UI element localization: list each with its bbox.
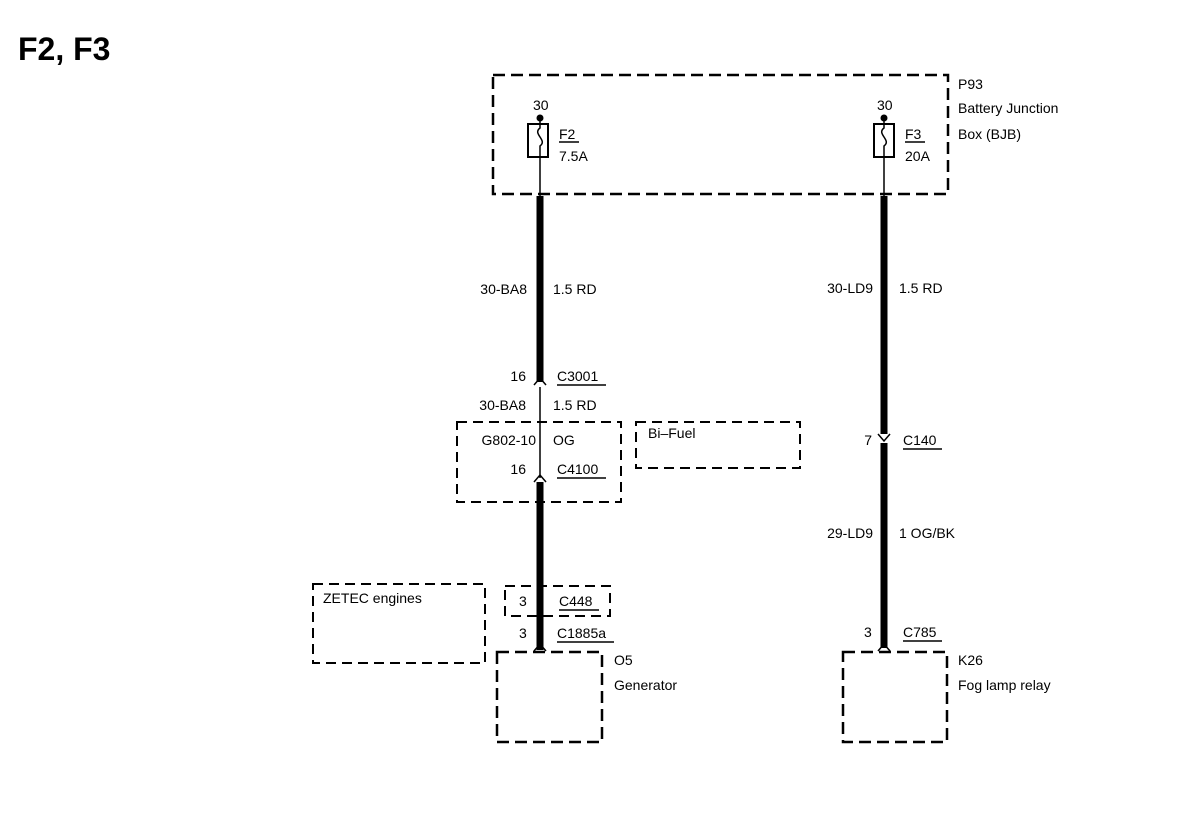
wire-29-ld9-spec: 1 OG/BK (899, 525, 956, 541)
connector-c3001-pin: 16 (510, 368, 526, 384)
fuse-f2-element-icon (537, 118, 543, 200)
wire-30-ba8-upper-spec: 1.5 RD (553, 281, 597, 297)
generator-id: O5 (614, 652, 633, 668)
wire-30-ba8-upper-code: 30-BA8 (480, 281, 527, 297)
connector-c448-box (504, 585, 611, 617)
fuse-f2-body (527, 123, 549, 158)
bjb-id: P93 (958, 76, 983, 92)
fuse-f2-pin: 30 (533, 97, 549, 113)
connector-c140-name: C140 (903, 432, 937, 448)
connector-c1885a-chevron-icon (533, 642, 547, 652)
fuse-f2[interactable]: 30 F2 7.5A (527, 97, 588, 200)
bjb-name-line1: Battery Junction (958, 100, 1058, 116)
connector-c4100-pin: 16 (510, 461, 526, 477)
connector-c1885a[interactable]: 3 C1885a (519, 625, 614, 652)
wire-29-ld9-code: 29-LD9 (827, 525, 873, 541)
fuse-f3-rating: 20A (905, 148, 931, 164)
fuse-f2-rating: 7.5A (559, 148, 588, 164)
fuse-f2-name: F2 (559, 126, 576, 142)
connector-c1885a-pin: 3 (519, 625, 527, 641)
wire-30-ld9-code: 30-LD9 (827, 280, 873, 296)
connector-c4100-chevron-icon (533, 473, 547, 483)
wire-30-ba8-lower-code: 30-BA8 (479, 397, 526, 413)
connector-c4100-name: C4100 (557, 461, 598, 477)
fuse-f3-pin: 30 (877, 97, 893, 113)
connector-c448-name: C448 (559, 593, 593, 609)
component-generator[interactable]: O5 Generator (495, 650, 677, 744)
fuse-f3[interactable]: 30 F3 20A (873, 97, 931, 200)
connector-c448[interactable]: 3 C448 (519, 593, 599, 611)
generator-box (495, 650, 604, 744)
wire-30-ld9-spec: 1.5 RD (899, 280, 943, 296)
zetec-note-box (312, 583, 486, 664)
fuse-f3-element-icon (881, 118, 887, 200)
connector-c140-pin: 7 (864, 432, 872, 448)
bifuel-wire-color: OG (553, 432, 575, 448)
connector-c3001-name: C3001 (557, 368, 598, 384)
connector-c785[interactable]: 3 C785 (864, 624, 942, 652)
connector-c448-pin: 3 (519, 593, 527, 609)
wire-30-ba8-lower-spec: 1.5 RD (553, 397, 597, 413)
generator-name: Generator (614, 677, 677, 693)
connector-c140-chevron-icon (877, 433, 891, 443)
connector-c4100[interactable]: 16 C4100 (510, 461, 606, 483)
zetec-note-label: ZETEC engines (323, 590, 422, 606)
connector-c785-pin: 3 (864, 624, 872, 640)
page-title: F2, F3 (18, 31, 110, 67)
connector-c785-name: C785 (903, 624, 937, 640)
fog-lamp-relay-id: K26 (958, 652, 983, 668)
bifuel-note-box (635, 421, 801, 469)
fuse-f3-name: F3 (905, 126, 922, 142)
connector-c140[interactable]: 7 C140 (864, 432, 942, 450)
bifuel-note-label: Bi–Fuel (648, 425, 695, 441)
connector-c3001[interactable]: 16 C3001 (510, 368, 606, 386)
fog-lamp-relay-name: Fog lamp relay (958, 677, 1051, 693)
connector-c3001-chevron-icon (533, 376, 547, 386)
fog-lamp-relay-box (841, 650, 949, 744)
connector-c1885a-name: C1885a (557, 625, 606, 641)
bjb-name-line2: Box (BJB) (958, 126, 1021, 142)
bjb-outline (491, 73, 950, 196)
connector-c785-chevron-icon (877, 642, 891, 652)
component-fog-lamp-relay[interactable]: K26 Fog lamp relay (841, 650, 1051, 744)
bifuel-wire-code: G802-10 (482, 432, 537, 448)
